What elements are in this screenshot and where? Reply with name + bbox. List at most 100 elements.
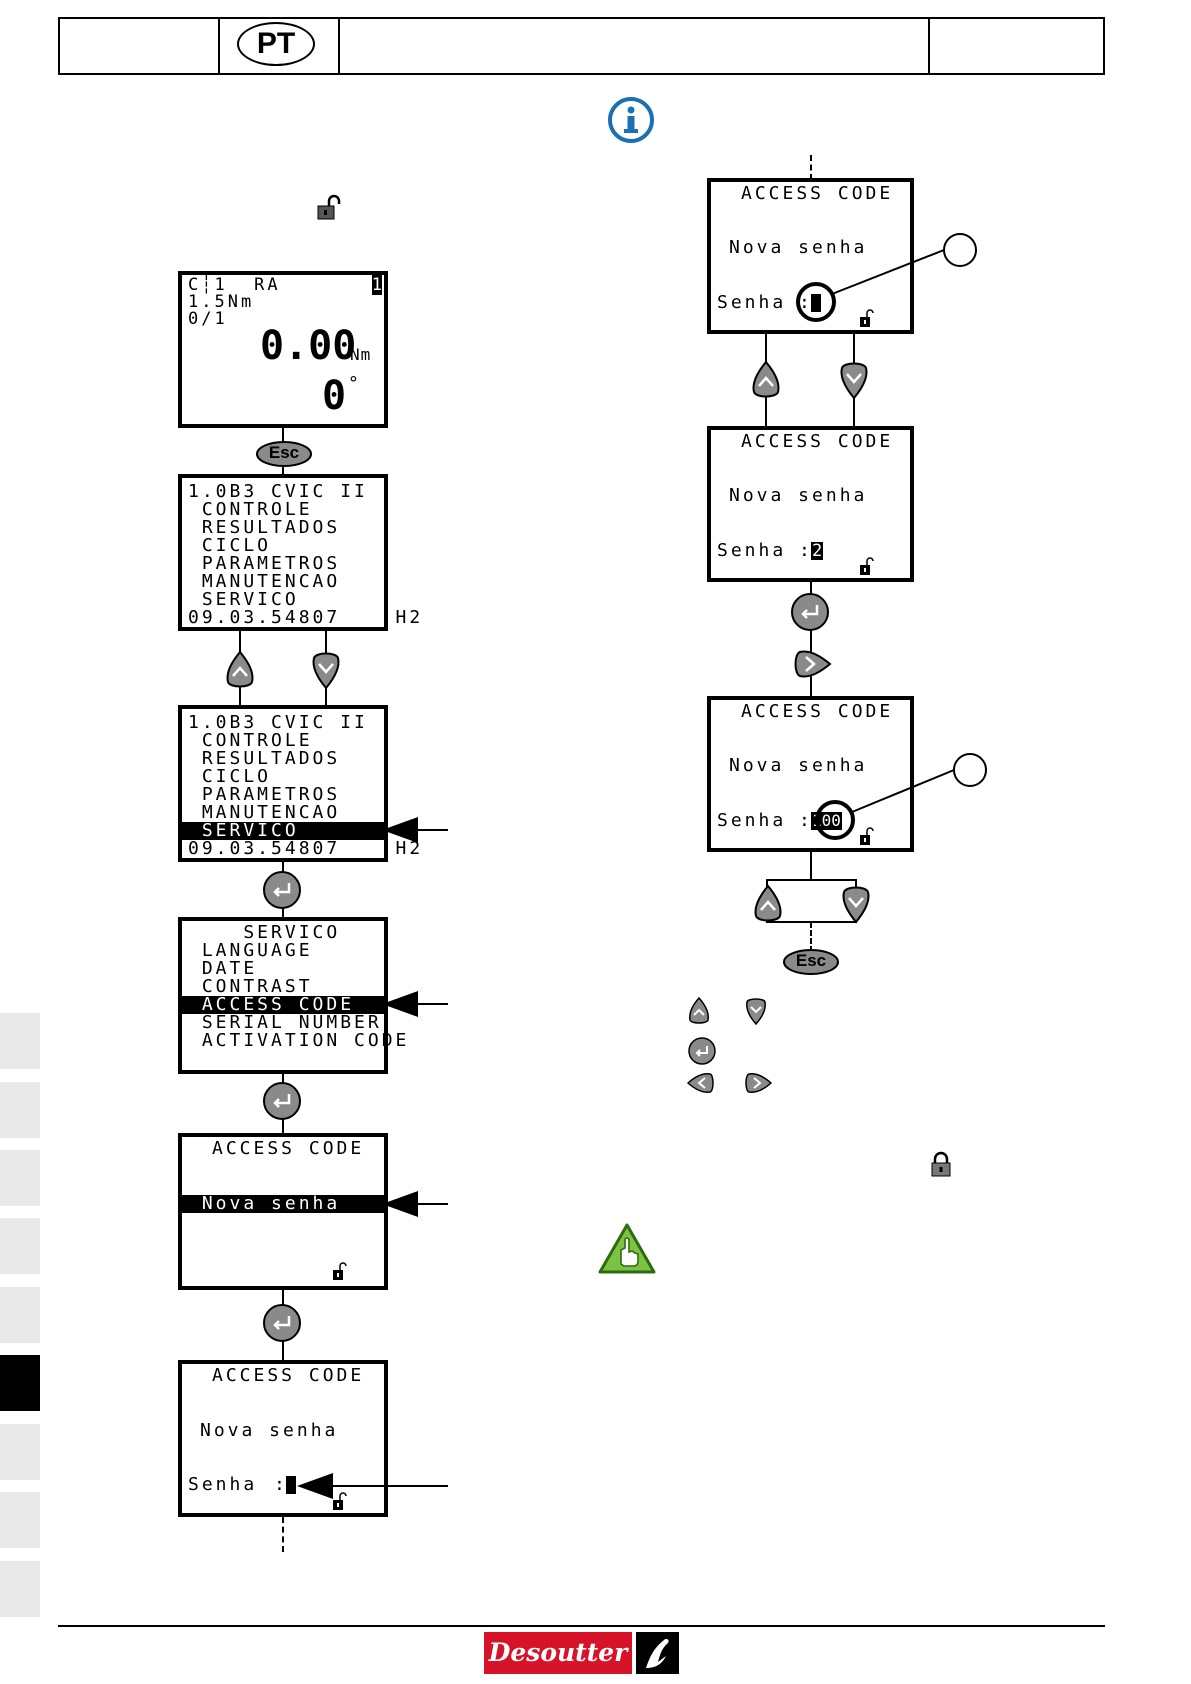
flow-connector bbox=[810, 852, 812, 880]
language-badge: PT bbox=[237, 22, 315, 66]
password-cursor bbox=[811, 294, 821, 312]
flow-connector bbox=[810, 582, 812, 698]
continuation-dash bbox=[810, 922, 812, 952]
password-separator: : bbox=[799, 810, 813, 831]
menu-line: SERVICO bbox=[188, 922, 341, 943]
down-arrow-key[interactable] bbox=[838, 360, 870, 400]
lcd-access-code-screen: ACCESS CODE Nova senha bbox=[178, 1133, 388, 1290]
menu-line-selected: Nova senha bbox=[182, 1195, 384, 1213]
callout bbox=[796, 233, 977, 322]
legend-left-key-icon bbox=[686, 1073, 714, 1093]
password-label: Senha bbox=[717, 540, 787, 561]
enter-key[interactable] bbox=[790, 592, 830, 632]
sidebar-tab bbox=[0, 1218, 40, 1274]
menu-line: RESULTADOS bbox=[188, 517, 341, 538]
up-arrow-key[interactable] bbox=[224, 650, 256, 690]
lcd-access-code-screen-a: ACCESS CODE Nova senha Senha : bbox=[707, 178, 914, 334]
right-arrow-key[interactable] bbox=[792, 648, 832, 680]
continuation-dash bbox=[810, 155, 812, 180]
pointer-arrow-head bbox=[382, 1191, 418, 1217]
esc-key-label: Esc bbox=[795, 951, 827, 970]
menu-line: Nova senha bbox=[200, 1420, 339, 1441]
password-label: Senha bbox=[717, 810, 787, 831]
down-arrow-key[interactable] bbox=[310, 650, 342, 690]
counter-badge: 1 bbox=[371, 275, 382, 295]
torque-value: 0.00 bbox=[260, 323, 357, 369]
target-torque: 1.5Nm bbox=[188, 292, 255, 312]
menu-line: SERVICO bbox=[188, 589, 299, 610]
brand-bird-icon bbox=[636, 1632, 679, 1674]
menu-line: CONTRAST bbox=[188, 976, 313, 997]
header-divider bbox=[218, 19, 220, 73]
sidebar-tab bbox=[0, 1082, 40, 1138]
pointer-arrow bbox=[415, 1003, 448, 1005]
lcd-menu-servico-screen: 1.0B3 CVIC II CONTROLE RESULTADOS CICLO … bbox=[178, 705, 420, 862]
info-icon bbox=[608, 97, 654, 143]
menu-line: 1.0B3 CVIC II bbox=[188, 481, 368, 502]
menu-line: CONTROLE bbox=[188, 499, 313, 520]
lcd-menu-screen: 1.0B3 CVIC II CONTROLE RESULTADOS CICLO … bbox=[178, 474, 424, 631]
menu-line: CICLO bbox=[188, 535, 272, 556]
lcd-access-code-password-screen: ACCESS CODE Nova senha Senha : bbox=[178, 1360, 388, 1517]
password-separator: : bbox=[799, 292, 813, 313]
flow-connector bbox=[766, 879, 856, 881]
legend-up-key-icon bbox=[689, 996, 709, 1024]
screen-title: ACCESS CODE bbox=[212, 1138, 365, 1159]
lcd-main-screen: C┆1 RA 1 1.5Nm 0/1 0.00 Nm 0 ° bbox=[178, 271, 388, 428]
screen-title: ACCESS CODE bbox=[741, 431, 894, 452]
callout bbox=[815, 753, 987, 840]
menu-line: MANUTENCAO bbox=[188, 571, 341, 592]
pointer-arrow-head bbox=[297, 1473, 333, 1499]
esc-key[interactable] bbox=[782, 948, 840, 976]
torque-unit: Nm bbox=[350, 345, 372, 364]
legend-right-key-icon bbox=[745, 1073, 773, 1093]
brand-logo: Desoutter bbox=[484, 1632, 679, 1674]
angle-unit: ° bbox=[348, 373, 359, 394]
angle-value: 0 bbox=[322, 373, 347, 419]
enter-key[interactable] bbox=[262, 1081, 302, 1121]
menu-line: Nova senha bbox=[729, 485, 868, 506]
unlocked-padlock-icon bbox=[860, 309, 874, 327]
menu-line: Nova senha bbox=[729, 755, 868, 776]
esc-key-label: Esc bbox=[268, 443, 300, 462]
continuation-dash bbox=[282, 1517, 284, 1552]
menu-line: PARAMETROS bbox=[188, 553, 341, 574]
sidebar-tab bbox=[0, 1150, 40, 1206]
down-arrow-key[interactable] bbox=[840, 884, 872, 924]
enter-key[interactable] bbox=[262, 870, 302, 910]
header-divider bbox=[928, 19, 930, 73]
menu-line: 09.03.54807 H2 bbox=[188, 607, 424, 628]
unlocked-padlock-icon bbox=[860, 557, 874, 575]
menu-line: ACTIVATION CODE bbox=[188, 1030, 410, 1051]
lcd-servico-screen: SERVICO LANGUAGE DATE CONTRAST ACCESS CO… bbox=[178, 917, 410, 1074]
password-separator: : bbox=[799, 540, 813, 561]
unlocked-padlock-icon bbox=[860, 827, 874, 845]
up-arrow-key[interactable] bbox=[752, 884, 784, 924]
footer-rule bbox=[58, 1625, 1105, 1627]
screen-title: ACCESS CODE bbox=[741, 183, 894, 204]
menu-line-selected: ACCESS CODE bbox=[182, 996, 384, 1014]
pointer-arrow-head bbox=[382, 817, 418, 843]
lcd-access-code-screen-c: ACCESS CODE Nova senha Senha : 100 bbox=[707, 696, 914, 852]
screen-title: ACCESS CODE bbox=[741, 701, 894, 722]
password-separator: : bbox=[274, 1474, 288, 1495]
note-hand-icon bbox=[598, 1223, 656, 1274]
esc-key[interactable] bbox=[255, 440, 313, 468]
unlocked-padlock-icon bbox=[333, 1262, 347, 1280]
menu-line: MANUTENCAO bbox=[188, 802, 341, 823]
menu-line: SERIAL NUMBER bbox=[188, 1012, 382, 1033]
menu-line: DATE bbox=[188, 958, 258, 979]
pointer-arrow bbox=[415, 1203, 448, 1205]
pointer-arrow bbox=[330, 1485, 448, 1487]
menu-line-selected: SERVICO bbox=[182, 822, 384, 840]
cycle-count: 0/1 bbox=[188, 309, 228, 329]
enter-key[interactable] bbox=[262, 1303, 302, 1343]
tool-line: C┆1 RA bbox=[188, 275, 281, 295]
menu-line: Nova senha bbox=[729, 237, 868, 258]
locked-padlock-icon bbox=[931, 1151, 951, 1177]
pointer-arrow-head bbox=[382, 991, 418, 1017]
page-header bbox=[58, 17, 1105, 75]
up-arrow-key[interactable] bbox=[750, 360, 782, 400]
sidebar-tab bbox=[0, 1013, 40, 1069]
menu-line: PARAMETROS bbox=[188, 784, 341, 805]
